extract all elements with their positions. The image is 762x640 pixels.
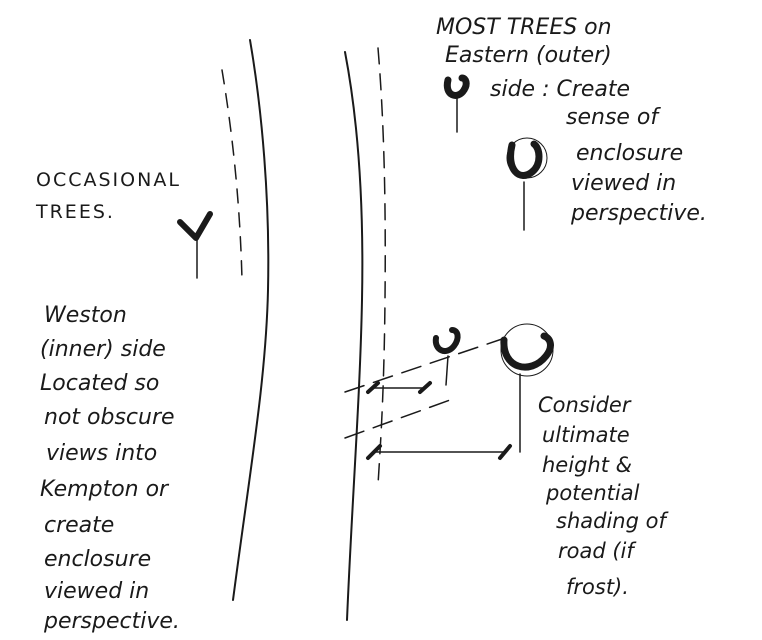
road-edge-east [344,51,364,621]
eastern-note-line-1: MOST TREES on [436,15,612,40]
western-note-line-6: Kempton or [40,477,170,502]
eastern-note-line-2: Eastern (outer) [445,43,612,68]
consider-note-line-5: shading of [556,509,669,533]
sight-line-upper [344,337,506,393]
western-note-line-3: Located so [40,371,159,396]
perspective-tree-large [500,323,554,453]
western-note-line-1: Weston [44,303,127,328]
eastern-note-line-3: side : Create [490,77,630,102]
offset-dimension-lower [366,444,512,460]
western-note-line-2: (inner) side [40,337,166,362]
consider-note-line-2: ultimate [542,423,630,447]
east-tree-symbol-small [443,74,470,133]
eastern-note-line-4: sense of [566,105,661,130]
western-note-line-5: views into [46,441,157,466]
occasional-note-line-2: TREES. [35,201,115,223]
perspective-tree-small [432,327,461,386]
road-edge-west [232,39,270,601]
sight-line-lower [344,399,451,439]
western-note-line-8: enclosure [44,547,151,572]
western-note-line-9: viewed in [44,579,149,604]
consider-note-line-1: Consider [538,393,632,417]
eastern-note-line-6: viewed in [571,171,676,196]
east-tree-symbol-large [506,137,548,231]
occasional-note-line-1: OCCASIONAL [36,169,181,191]
western-note-line-10: perspective. [43,609,180,634]
consider-note-line-7: frost). [566,575,629,599]
offset-dimension-upper [366,381,432,394]
western-note-line-7: create [44,513,114,538]
consider-note-line-4: potential [545,481,640,505]
eastern-note-line-5: enclosure [576,141,683,166]
verge-line-east [377,47,386,486]
verge-line-west [221,69,243,281]
consider-note-line-3: height & [542,453,632,477]
eastern-note-line-7: perspective. [570,201,707,226]
consider-note-line-6: road (if [558,539,637,563]
western-note-line-4: not obscure [44,405,175,430]
west-tree-symbol [177,211,213,279]
